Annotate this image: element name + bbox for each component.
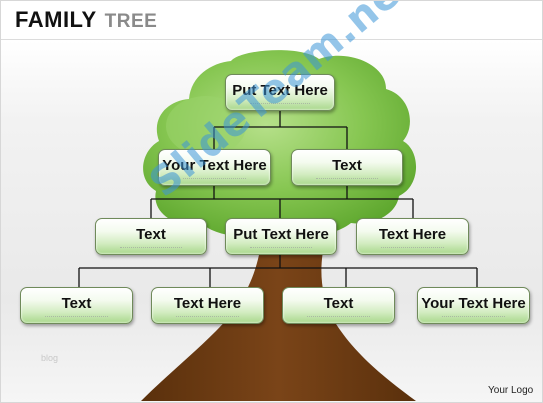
title-divider <box>1 39 542 40</box>
node-root-label: Put Text Here <box>232 82 328 99</box>
title-word-family: FAMILY <box>15 7 97 32</box>
slide-title: FAMILY TREE <box>15 7 157 33</box>
node-gen4-1-subtext <box>45 316 108 322</box>
node-gen3-left-label: Text <box>136 226 166 243</box>
blog-text: blog <box>41 353 59 363</box>
title-word-tree: TREE <box>104 11 158 32</box>
tree-foliage <box>143 50 417 237</box>
node-gen3-right-label: Text Here <box>378 226 447 243</box>
node-gen4-2-label: Text Here <box>173 295 242 312</box>
node-gen3-right[interactable]: Text Here <box>356 218 469 255</box>
node-gen2-right[interactable]: Text <box>291 149 403 186</box>
node-root[interactable]: Put Text Here <box>225 74 335 111</box>
node-gen4-3-subtext <box>307 316 370 322</box>
node-gen3-mid-label: Put Text Here <box>233 226 329 243</box>
node-gen4-2-subtext <box>176 316 239 322</box>
node-gen4-1-label: Text <box>61 295 92 312</box>
node-gen3-mid-subtext <box>250 247 312 253</box>
node-gen4-3-label: Text <box>323 295 354 312</box>
node-gen4-2[interactable]: Text Here <box>151 287 264 324</box>
node-gen2-left-subtext <box>183 178 246 184</box>
node-gen4-1[interactable]: Text <box>20 287 133 324</box>
node-gen2-left-label: Your Text Here <box>162 157 267 174</box>
node-root-subtext <box>249 103 311 109</box>
node-gen4-3[interactable]: Text <box>282 287 395 324</box>
node-gen3-left-subtext <box>120 247 182 253</box>
node-gen4-4-label: Your Text Here <box>421 295 526 312</box>
node-gen2-left[interactable]: Your Text Here <box>158 149 271 186</box>
logo-text: Your Logo <box>488 385 534 396</box>
node-gen4-4-subtext <box>442 316 505 322</box>
node-gen2-right-label: Text <box>332 157 362 174</box>
node-gen3-right-subtext <box>381 247 444 253</box>
connector-lines <box>78 111 478 287</box>
node-gen2-right-subtext <box>316 178 378 184</box>
node-gen3-mid[interactable]: Put Text Here <box>225 218 337 255</box>
node-gen4-4[interactable]: Your Text Here <box>417 287 530 324</box>
node-gen3-left[interactable]: Text <box>95 218 207 255</box>
tree-trunk <box>141 229 416 401</box>
